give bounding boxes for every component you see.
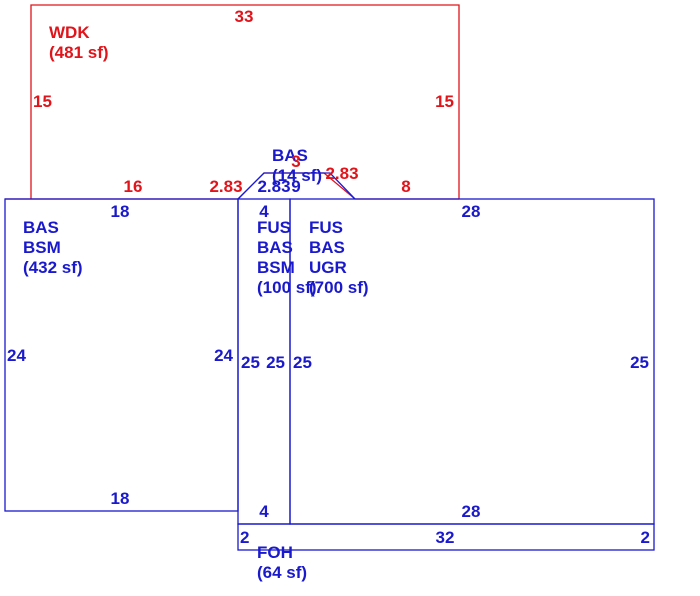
- wdk-code: WDK: [49, 23, 90, 42]
- dim-left-right: 24: [214, 346, 233, 365]
- dim-wdk-angle-right: 2.83: [325, 164, 358, 183]
- bas-small-roof: [237, 172, 356, 200]
- wdk-outline-left-top-right: [30, 4, 460, 199]
- dim-wdk-angle-left: 2.83: [209, 177, 242, 196]
- dim-right-right: 25: [630, 353, 649, 372]
- dim-center-left: 25: [241, 353, 260, 372]
- right-line3: UGR: [309, 258, 347, 277]
- wdk-dimensions: 33 15 15 16 2.83 2.83 8 3: [33, 7, 454, 196]
- bas-small-code: BAS: [272, 146, 308, 165]
- foh-section: [237, 523, 655, 551]
- right-line1: FUS: [309, 218, 343, 237]
- dim-left-top: 18: [111, 202, 130, 221]
- dim-wdk-left: 15: [33, 92, 52, 111]
- dim-wdk-bottom-right: 8: [401, 177, 410, 196]
- left-line1: BAS: [23, 218, 59, 237]
- center-line1: FUS: [257, 218, 291, 237]
- left-area: (432 sf): [23, 258, 83, 277]
- left-line2: BSM: [23, 238, 61, 257]
- building-outline: [4, 172, 655, 551]
- dim-left-left: 24: [7, 346, 26, 365]
- dim-right-bottom: 28: [462, 502, 481, 521]
- dim-left-bottom: 18: [111, 489, 130, 508]
- center-line3: BSM: [257, 258, 295, 277]
- dim-foh-right: 2: [641, 528, 650, 547]
- dim-right-top: 28: [462, 202, 481, 221]
- center-area: (100 sf): [257, 278, 317, 297]
- dim-bas-notch: 9: [291, 177, 300, 196]
- dim-wdk-right: 15: [435, 92, 454, 111]
- dim-center-right: 25: [266, 353, 285, 372]
- center-line2: BAS: [257, 238, 293, 257]
- right-line2: BAS: [309, 238, 345, 257]
- bas-small-area: (14 sf): [272, 166, 322, 185]
- dim-wdk-top: 33: [235, 7, 254, 26]
- building-dimensions: 2.83 9 18 18 24 24 4 4 25 25 28 28 25 25…: [7, 177, 650, 547]
- dim-foh-bottom: 32: [436, 528, 455, 547]
- dim-right-left: 25: [293, 353, 312, 372]
- dim-foh-left: 2: [240, 528, 249, 547]
- foh-area: (64 sf): [257, 563, 307, 582]
- area-labels: WDK (481 sf) BAS (14 sf) BAS BSM (432 sf…: [23, 23, 369, 582]
- wdk-area: (481 sf): [49, 43, 109, 62]
- dim-wdk-notch: 3: [291, 152, 300, 171]
- dim-center-bottom: 4: [259, 502, 269, 521]
- foh-code: FOH: [257, 543, 293, 562]
- dim-center-top: 4: [259, 202, 269, 221]
- right-area: (700 sf): [309, 278, 369, 297]
- dim-bas-angle-left: 2.83: [257, 177, 290, 196]
- dim-wdk-bottom-left: 16: [124, 177, 143, 196]
